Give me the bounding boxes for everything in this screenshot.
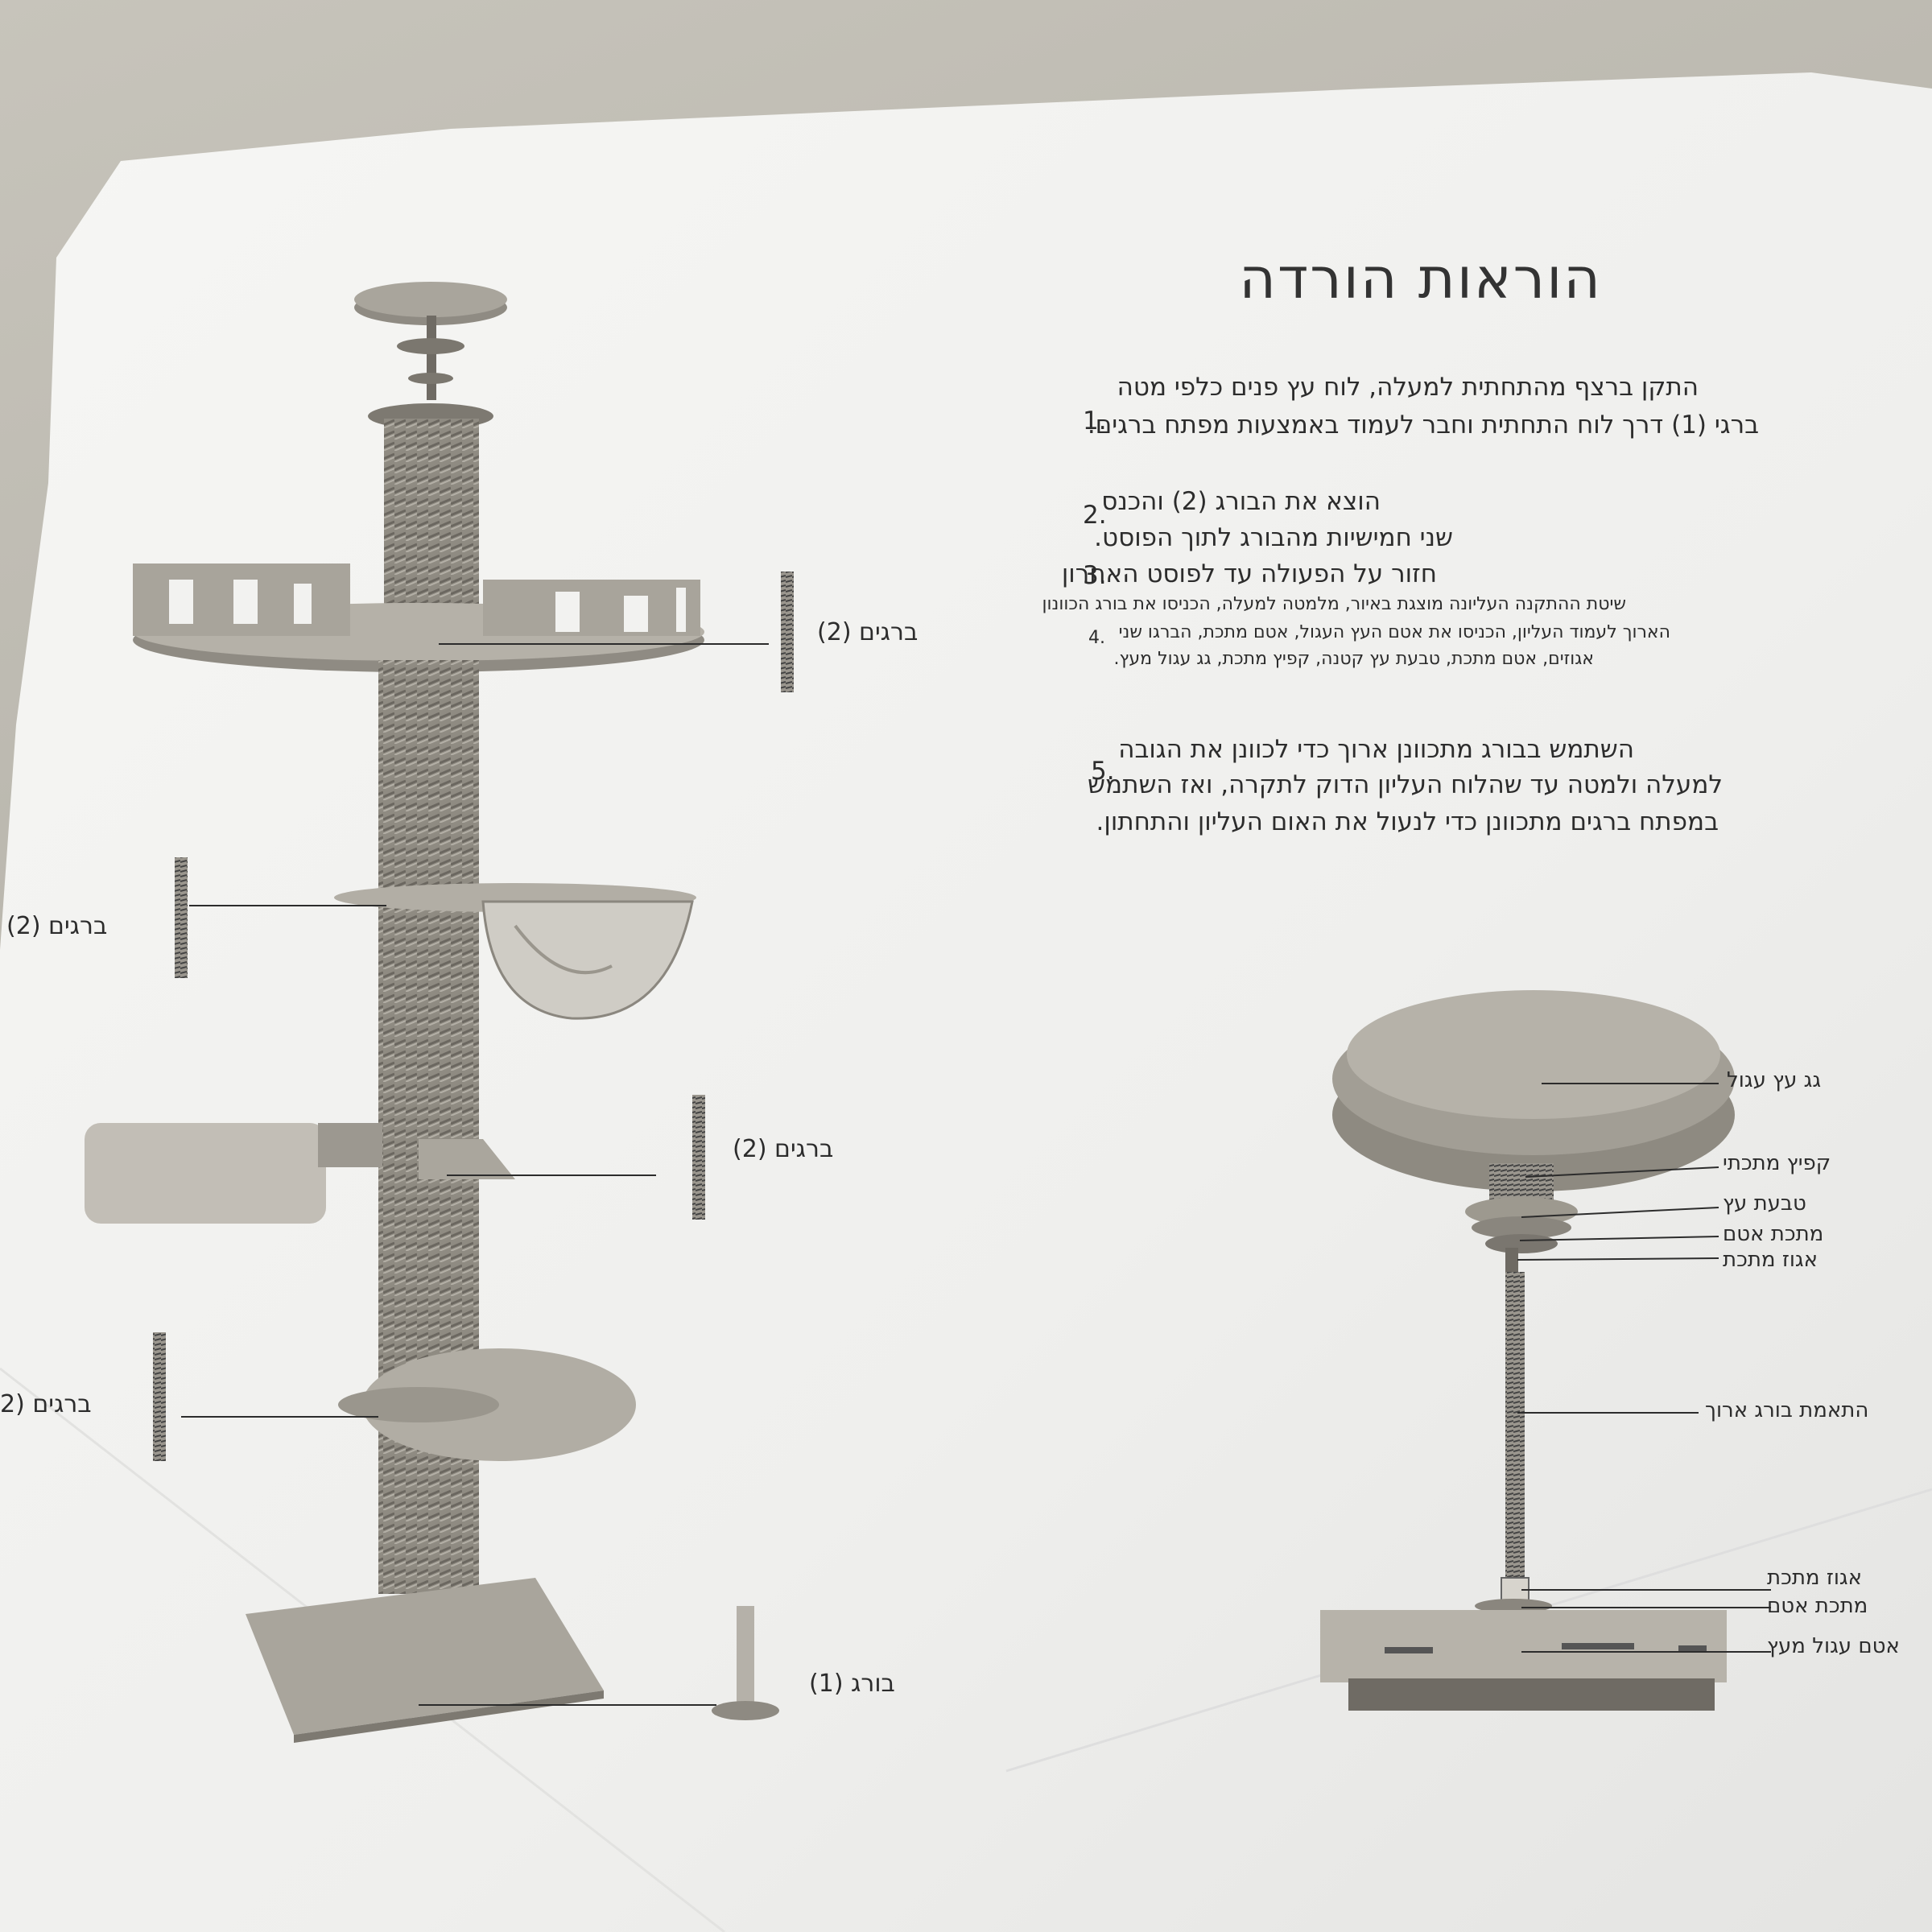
step-1-number: 1.: [1083, 407, 1107, 436]
label-metal-gasket-top: מתכת אטם: [1723, 1222, 1824, 1246]
step-1-line-2: ברגי (1) דרך לוח התחתית וחבר לעמוד באמצע…: [1087, 411, 1759, 440]
top-mount-detail-illustration: [1320, 990, 1735, 1711]
step-4-line-2: הארוך לעמוד העליון, הכניסו את אטם העץ הע…: [1118, 622, 1670, 642]
screws: [153, 572, 794, 1720]
label-screws-top: ברגים (2): [817, 618, 919, 646]
label-long-bolt: התאמת בורג ארוך: [1705, 1398, 1869, 1422]
label-bolt-bottom: בורג (1): [809, 1670, 895, 1698]
label-metal-nut-top: אגוז מתכת: [1723, 1248, 1818, 1272]
step-4-line-1: שיטת ההתקנה העליונה מוצגת באיור, מלמטה ל…: [1042, 594, 1626, 614]
step-3-number: 3.: [1083, 561, 1107, 590]
page-title: הוראות הורדה: [1239, 246, 1602, 312]
step-1-line-1: התקן ברצף מהתחתית למעלה, לוח עץ פנים כלפ…: [1117, 373, 1699, 402]
label-wood-round-gasket: אטם עגול מעץ: [1767, 1634, 1900, 1658]
label-wood-ring: טבעת עץ: [1723, 1191, 1806, 1216]
tree-leader-lines: [181, 643, 769, 1706]
step-4-number: 4.: [1088, 628, 1105, 648]
step-3-line-1: חזור על הפעולה עד לפוסט האחרון: [1061, 559, 1437, 588]
paper: [0, 72, 1932, 1932]
step-5-line-2: למעלה ולמטה עד שהלוח העליון הדוק לתקרה, …: [1088, 770, 1723, 799]
label-wood-roof: גג עץ עגול: [1727, 1068, 1822, 1092]
label-screws-left-lower: ברגים (2: [0, 1390, 92, 1418]
cat-tree-illustration: [85, 282, 704, 1743]
step-2-number: 2.: [1083, 501, 1107, 530]
detail-leader-lines: [1517, 1083, 1771, 1653]
step-2-line-2: שני חמישיות מהבורג לתוך הפוסט.: [1094, 523, 1453, 552]
label-screws-middle: ברגים (2): [733, 1135, 834, 1163]
step-5-number: 5.: [1091, 757, 1115, 786]
label-metal-spring: קפיץ מתכתי: [1723, 1151, 1831, 1175]
label-screws-left-upper: ברגים (2): [6, 912, 108, 940]
label-metal-gasket-bottom: מתכת אטם: [1767, 1594, 1868, 1618]
step-2-line-1: הוצא את הבורג (2) והכנס: [1101, 487, 1381, 516]
label-metal-nut-bottom: אגוז מתכת: [1767, 1566, 1863, 1590]
step-5-line-3: במפתח ברגים מתכוונן כדי לנעול את האום הע…: [1096, 807, 1719, 836]
step-4-line-3: אגוזים, אטם מתכת, טבעת עץ קטנה, קפיץ מתכ…: [1113, 649, 1594, 669]
step-5-line-1: השתמש בבורג מתכוונן ארוך כדי לכוונן את ה…: [1118, 735, 1634, 764]
